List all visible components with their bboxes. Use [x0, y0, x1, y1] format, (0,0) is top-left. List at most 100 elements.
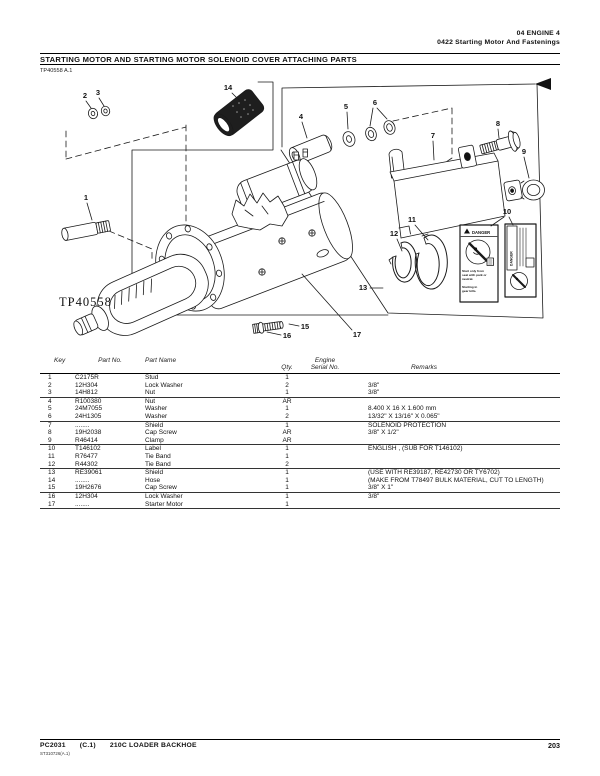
- cell-serial: [304, 453, 346, 461]
- danger-label-right: [504, 223, 537, 298]
- cell-part-name: Label: [145, 445, 161, 453]
- cell-key: 6: [48, 412, 52, 420]
- cell-qty: 1: [285, 421, 289, 429]
- cell-qty: 1: [285, 452, 289, 460]
- cell-remarks: [346, 374, 560, 382]
- header-section: 0422 Starting Motor And Fastenings: [437, 39, 560, 46]
- danger-line-2: seat with park or: [462, 273, 487, 277]
- header-chapter: 04 ENGINE 4: [516, 30, 560, 37]
- cell-qty: 2: [285, 381, 289, 389]
- page-header: 04 ENGINE 4 0422 Starting Motor And Fast…: [437, 29, 560, 47]
- cell-part-name: Tie Band: [145, 460, 171, 468]
- cell-qty: 2: [285, 412, 289, 420]
- cell-qty: AR: [282, 397, 292, 405]
- danger-label-left: [459, 224, 499, 303]
- cell-remarks: 8.400 X 16 X 1.600 mm: [368, 405, 437, 413]
- cell-qty: 1: [285, 476, 289, 484]
- parts-diagram: 1 2 3 4 5 6 7 8 9 10 11 12 13 14 15 16 1…: [59, 78, 551, 340]
- cell-part-name: Nut: [145, 397, 156, 405]
- cell-serial: [304, 501, 346, 509]
- cell-qty: AR: [282, 436, 292, 444]
- cell-key: 8: [48, 429, 52, 437]
- callout-3: 3: [96, 88, 100, 97]
- washer-part: [342, 131, 356, 147]
- title-rule: [40, 64, 560, 65]
- footer-model: 210C LOADER BACKHOE: [109, 742, 197, 749]
- footer-left: PC2031(C.1)210C LOADER BACKHOE: [40, 742, 211, 749]
- cell-part-name: Starter Motor: [145, 500, 183, 508]
- cell-key: 7: [48, 421, 52, 429]
- callout-7: 7: [431, 131, 435, 140]
- cell-key: 12: [48, 460, 56, 468]
- cell-remarks: [346, 453, 560, 461]
- callout-12: 12: [390, 229, 398, 238]
- cell-part-no: ........: [75, 476, 90, 484]
- footer-sub-reference: ST310726(A.1): [40, 751, 70, 756]
- danger-line-1: Start only from: [462, 269, 484, 273]
- cell-part-no: R76477: [75, 452, 98, 460]
- cell-part-name: Shield: [145, 421, 164, 429]
- cell-key: 10: [48, 445, 56, 453]
- cell-remarks: (MAKE FROM T78497 BULK MATERIAL, CUT TO …: [368, 476, 544, 484]
- cell-remarks: [346, 398, 560, 406]
- cell-part-no: R44302: [75, 460, 98, 468]
- cell-remarks: 3/8": [368, 492, 380, 500]
- cell-part-no: ........: [75, 500, 90, 508]
- cell-qty: 1: [285, 374, 289, 381]
- cell-remarks: ENGLISH , (SUB FOR T146102): [368, 445, 463, 453]
- footer-rule: [40, 739, 560, 740]
- cell-part-name: Cap Screw: [145, 484, 177, 492]
- shield-part: [388, 144, 506, 239]
- cell-part-no: ........: [75, 421, 90, 429]
- cell-part-no: RE39061: [75, 469, 103, 477]
- direction-arrow-icon: [535, 78, 551, 90]
- clamp-part: [503, 179, 545, 202]
- figure-reference: TP40558 A.1: [40, 68, 73, 74]
- cell-part-no: 24M7055: [75, 405, 103, 413]
- danger-word-right: DANGER: [510, 251, 514, 266]
- header-qty: Qty.: [281, 364, 293, 371]
- cell-serial: [304, 398, 346, 406]
- hose-part: [213, 89, 265, 137]
- parts-table: Key Part No. Part Name Qty. Engine Seria…: [40, 357, 560, 510]
- callout-5: 5: [344, 102, 348, 111]
- callout-15: 15: [301, 322, 309, 331]
- cell-serial: [304, 405, 346, 413]
- header-key: Key: [54, 357, 66, 364]
- cell-serial: [304, 422, 346, 430]
- callout-1: 1: [84, 193, 88, 202]
- cell-qty: 1: [285, 492, 289, 500]
- nut-part: [100, 105, 111, 117]
- cell-serial: [304, 461, 346, 469]
- cell-key: 2: [48, 381, 52, 389]
- cell-remarks: 3/8": [368, 389, 380, 397]
- stud-part: [61, 220, 111, 241]
- table-header-row: Key Part No. Part Name Qty. Engine Seria…: [40, 357, 560, 374]
- cell-remarks: 3/8" X 1/2": [368, 429, 399, 437]
- cell-key: 9: [48, 436, 52, 444]
- cell-serial: [304, 374, 346, 382]
- danger-line-5: gear kills.: [462, 289, 476, 293]
- danger-line-4: Starting in: [462, 285, 477, 289]
- header-part-no: Part No.: [98, 357, 122, 364]
- header-remarks: Remarks: [410, 364, 437, 371]
- callout-13: 13: [359, 283, 367, 292]
- callout-14: 14: [224, 83, 233, 92]
- callout-8: 8: [496, 119, 500, 128]
- starter-motor-drawing: [73, 148, 353, 336]
- cell-serial: [304, 429, 346, 437]
- cell-part-name: Cap Screw: [145, 429, 177, 437]
- cell-part-no: 19H2038: [75, 429, 102, 437]
- danger-line-3: neutral.: [462, 277, 473, 281]
- cell-serial: [304, 389, 346, 397]
- header-rule: [40, 53, 560, 54]
- callout-16: 16: [283, 331, 291, 340]
- header-engine-serial: Engine Serial No.: [304, 357, 346, 371]
